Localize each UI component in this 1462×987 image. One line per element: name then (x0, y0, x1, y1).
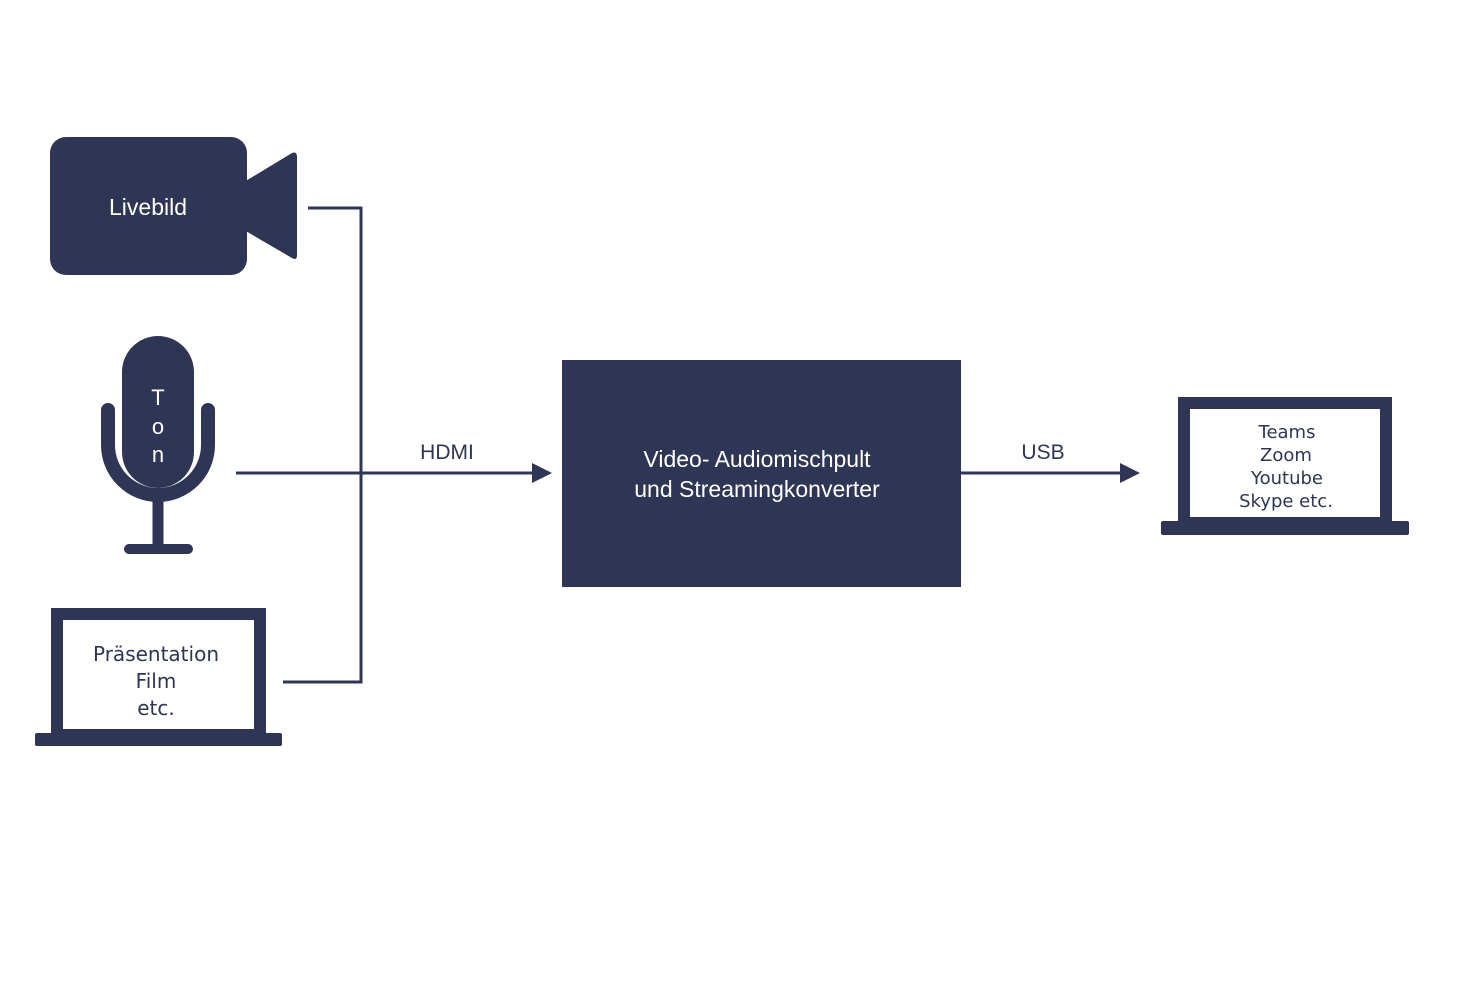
source-laptop-line: Film (136, 669, 177, 693)
source-laptop-icon: Präsentation Film etc. (35, 608, 282, 746)
mixer-label-line: Video- Audiomischpult (643, 446, 871, 472)
target-laptop-icon: Teams Zoom Youtube Skype etc. (1161, 397, 1409, 535)
target-laptop-line: Zoom (1260, 445, 1312, 466)
usb-label: USB (1021, 441, 1064, 464)
microphone-icon: T o n (101, 336, 215, 554)
mic-letter: n (152, 442, 164, 467)
mic-letter: T (151, 385, 164, 410)
mixer-label-line: und Streamingkonverter (634, 476, 880, 502)
hdmi-connector: HDMI (236, 206, 552, 684)
mixer-box: Video- Audiomischpult und Streamingkonve… (562, 360, 961, 587)
target-laptop-line: Youtube (1250, 468, 1323, 489)
camera-icon: Livebild (50, 137, 297, 275)
target-laptop-line: Teams (1258, 422, 1316, 443)
target-laptop-line: Skype etc. (1239, 491, 1333, 512)
mic-letter: o (152, 414, 164, 439)
hdmi-label: HDMI (420, 441, 474, 464)
arrow-right-icon (532, 463, 552, 483)
source-laptop-line: Präsentation (93, 642, 219, 666)
arrow-right-icon (1120, 463, 1140, 483)
usb-connector: USB (961, 441, 1140, 483)
source-laptop-line: etc. (137, 696, 175, 720)
camera-label: Livebild (109, 194, 187, 220)
